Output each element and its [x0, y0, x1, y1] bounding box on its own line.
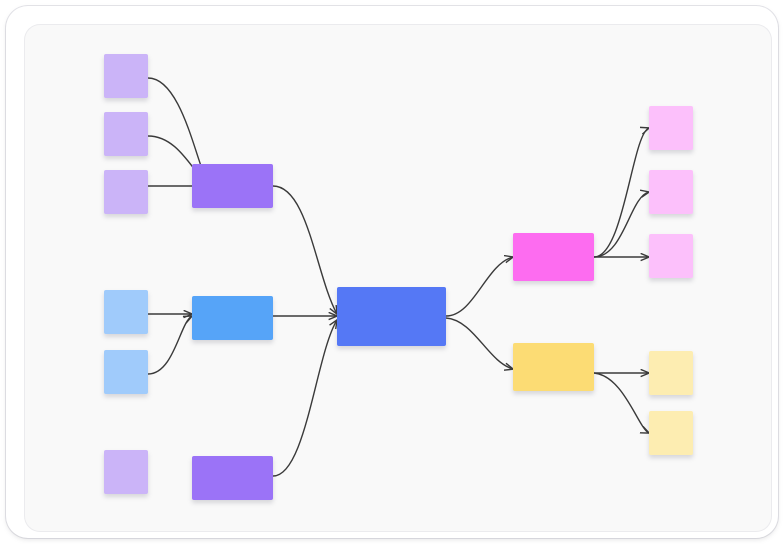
node-purple-branch[interactable] — [192, 164, 273, 208]
node-blue-leaf-2[interactable] — [104, 350, 148, 394]
node-label — [192, 164, 273, 208]
node-pink-leaf-1[interactable] — [649, 106, 693, 150]
edge-pink-branch-to-pink-leaf-1 — [593, 128, 649, 258]
node-pink-branch[interactable] — [513, 233, 594, 281]
node-label — [192, 456, 273, 500]
node-blue-branch[interactable] — [192, 296, 273, 340]
node-label — [104, 450, 148, 494]
node-label — [337, 287, 446, 346]
node-label — [104, 170, 148, 214]
edge-purple-branch-to-root — [272, 185, 337, 314]
node-label — [649, 351, 693, 395]
mindmap-canvas[interactable] — [24, 24, 772, 532]
node-yellow-leaf-1[interactable] — [649, 351, 693, 395]
node-purple-leaf-1[interactable] — [104, 54, 148, 98]
node-label — [649, 106, 693, 150]
node-pink-leaf-3[interactable] — [649, 234, 693, 278]
node-label — [192, 296, 273, 340]
node-violet-branch[interactable] — [192, 456, 273, 500]
edge-violet-branch-to-root — [272, 320, 337, 477]
edge-pink-branch-to-pink-leaf-2 — [593, 192, 649, 258]
node-label — [513, 343, 594, 391]
node-blue-leaf-1[interactable] — [104, 290, 148, 334]
node-label — [649, 411, 693, 455]
window-frame — [6, 6, 778, 538]
node-label — [649, 234, 693, 278]
node-violet-leaf-1[interactable] — [104, 450, 148, 494]
edge-root-to-yellow-branch — [445, 317, 513, 369]
node-yellow-leaf-2[interactable] — [649, 411, 693, 455]
node-label — [104, 112, 148, 156]
edge-yellow-branch-to-yellow-leaf-2 — [593, 372, 649, 433]
node-yellow-branch[interactable] — [513, 343, 594, 391]
edge-root-to-pink-branch — [445, 257, 513, 317]
node-label — [104, 290, 148, 334]
node-pink-leaf-2[interactable] — [649, 170, 693, 214]
node-label — [104, 54, 148, 98]
edge-blue-leaf-2-to-blue-branch — [147, 316, 192, 375]
node-purple-leaf-2[interactable] — [104, 112, 148, 156]
node-label — [513, 233, 594, 281]
node-label — [649, 170, 693, 214]
node-root[interactable] — [337, 287, 446, 346]
node-label — [104, 350, 148, 394]
node-purple-leaf-3[interactable] — [104, 170, 148, 214]
